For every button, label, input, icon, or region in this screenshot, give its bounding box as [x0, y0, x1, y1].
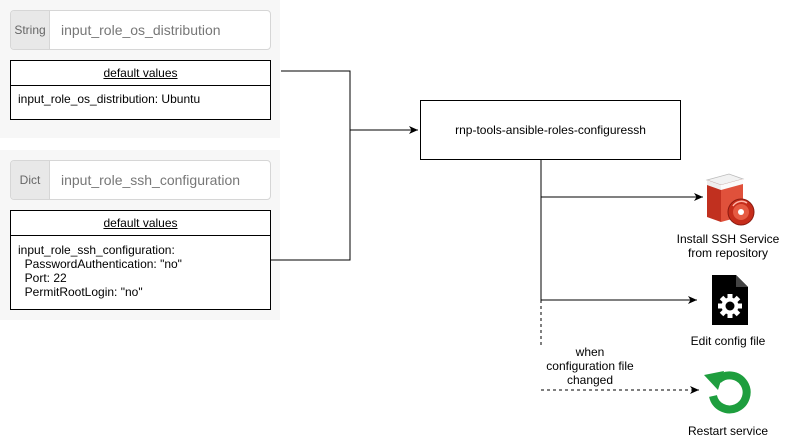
task-label-restart: Restart service [687, 424, 769, 438]
type-tag: String [11, 11, 50, 49]
defaults-table: default values input_role_os_distributio… [10, 60, 271, 120]
defaults-title: default values [11, 61, 270, 86]
defaults-value: input_role_ssh_configuration: PasswordAu… [18, 243, 182, 299]
restart-arrow-icon [704, 371, 751, 414]
input-type-row: Dict input_role_ssh_configuration [10, 160, 271, 200]
defaults-value: input_role_os_distribution: Ubuntu [18, 92, 201, 106]
task-label-edit: Edit config file [690, 334, 766, 348]
condition-label: when configuration file changed [540, 345, 640, 387]
input-type-row: String input_role_os_distribution [10, 10, 271, 50]
role-box: rnp-tools-ansible-roles-configuressh [420, 100, 681, 160]
package-install-icon [705, 173, 755, 226]
task-label-install: Install SSH Service from repository [676, 232, 780, 260]
defaults-title: default values [11, 211, 270, 236]
connector-input2-to-role [271, 130, 351, 261]
input-name: input_role_ssh_configuration [61, 172, 241, 188]
connector-input1-to-role [281, 70, 418, 134]
defaults-table: default values input_role_ssh_configurat… [10, 210, 271, 310]
input-name: input_role_os_distribution [61, 22, 221, 38]
config-file-gear-icon [712, 275, 748, 325]
connector-edit-to-restart [540, 300, 699, 394]
connector-role-to-install [540, 160, 703, 201]
type-tag: Dict [11, 161, 50, 199]
